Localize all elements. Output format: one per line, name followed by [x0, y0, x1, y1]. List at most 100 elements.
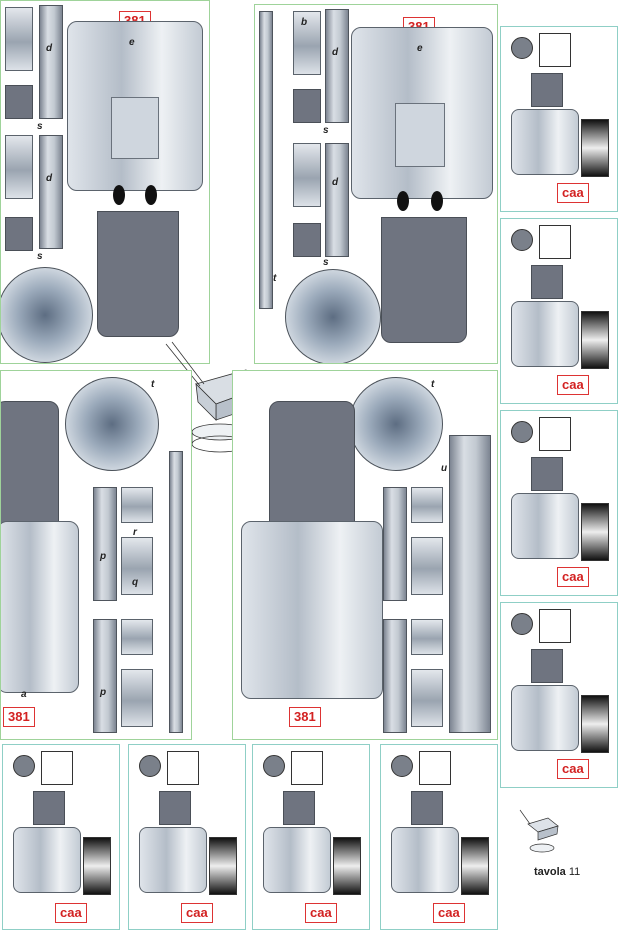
hull-cannon-port-right-2 — [431, 191, 443, 211]
turret-disc-3 — [65, 377, 159, 471]
small-chassis-7 — [263, 827, 331, 893]
small-track-block-3 — [581, 503, 609, 561]
small-disc-7 — [263, 755, 285, 777]
large-sheet-middle-left: t p r q p a 381 — [0, 370, 192, 740]
part-label-t-3: t — [431, 379, 435, 390]
small-sheet-right-1: caa — [500, 26, 618, 212]
small-assembly-drawing — [519, 809, 559, 853]
small-sheet-right-4: caa — [500, 602, 618, 788]
small-white-plate-3 — [539, 417, 571, 451]
part-q-panel — [121, 537, 153, 595]
hull-cannon-port-left — [113, 185, 125, 205]
part-label-t: t — [273, 273, 277, 284]
small-track-block-4 — [581, 695, 609, 753]
small-disc — [511, 37, 533, 59]
small-part-badge-7: caa — [305, 903, 337, 923]
part-label-u: u — [441, 463, 448, 474]
small-assembly-sketch — [516, 806, 568, 858]
small-white-plate-6 — [167, 751, 199, 785]
part-label-s-3: s — [323, 125, 329, 136]
part-r-panel-8 — [411, 619, 443, 655]
small-part-badge-4: caa — [557, 759, 589, 779]
small-sheet-right-2: caa — [500, 218, 618, 404]
part-r-panel-5 — [121, 487, 153, 523]
sheet-title-number: 11 — [568, 866, 581, 878]
part-r-panel-3 — [293, 89, 321, 123]
part-p-strip-2 — [93, 619, 117, 733]
hull-rear-block-4 — [269, 401, 355, 533]
part-label-a: a — [21, 689, 27, 700]
small-white-plate-2 — [539, 225, 571, 259]
small-dark-block-3 — [531, 457, 563, 491]
part-label-d-4: d — [332, 177, 339, 188]
small-disc-5 — [13, 755, 35, 777]
hull-hatch-2 — [395, 103, 445, 167]
part-label-s-2: s — [37, 251, 43, 262]
part-r-panel — [5, 85, 33, 119]
part-label-d: d — [46, 43, 53, 54]
turret-disc-4 — [349, 377, 443, 471]
part-r-panel-4 — [293, 223, 321, 257]
large-sheet-top-center: t b d s d s 381 e — [254, 4, 498, 364]
part-label-t-2: t — [151, 379, 155, 390]
part-label-b-3: b — [301, 17, 308, 28]
small-chassis-8 — [391, 827, 459, 893]
turret-disc — [1, 267, 93, 363]
small-chassis-3 — [511, 493, 579, 559]
small-sheet-right-3: caa — [500, 410, 618, 596]
hull-top-plate-3 — [1, 521, 79, 693]
small-track-block-6 — [209, 837, 237, 895]
small-white-plate-4 — [539, 609, 571, 643]
part-label-p: p — [100, 551, 107, 562]
small-track-block-8 — [461, 837, 489, 895]
small-part-badge-2: caa — [557, 375, 589, 395]
small-chassis — [511, 109, 579, 175]
small-dark-block-8 — [411, 791, 443, 825]
part-u-long-strip — [169, 451, 183, 733]
small-sheet-bottom-1: caa — [2, 744, 120, 930]
small-track-block-5 — [83, 837, 111, 895]
part-q-panel-2 — [121, 669, 153, 727]
small-sheet-bottom-4: caa — [380, 744, 498, 930]
small-chassis-5 — [13, 827, 81, 893]
part-u-long-strip-2 — [449, 435, 491, 733]
hull-cannon-port-left-2 — [397, 191, 409, 211]
hull-rear-block-3 — [1, 401, 59, 533]
small-dark-block-2 — [531, 265, 563, 299]
small-chassis-2 — [511, 301, 579, 367]
small-part-badge-3: caa — [557, 567, 589, 587]
part-b-panel-4 — [293, 143, 321, 207]
small-disc-6 — [139, 755, 161, 777]
small-part-badge-6: caa — [181, 903, 213, 923]
small-chassis-6 — [139, 827, 207, 893]
part-b-panel-2 — [5, 135, 33, 199]
part-label-d-2: d — [46, 173, 53, 184]
small-track-block — [581, 119, 609, 177]
part-p-strip — [93, 487, 117, 601]
hull-hatch — [111, 97, 159, 159]
small-disc-4 — [511, 613, 533, 635]
small-white-plate-5 — [41, 751, 73, 785]
part-p-strip-4 — [383, 619, 407, 733]
part-label-r: r — [133, 527, 137, 538]
part-label-s-4: s — [323, 257, 329, 268]
part-r-panel-2 — [5, 217, 33, 251]
small-dark-block-6 — [159, 791, 191, 825]
part-label-d-3: d — [332, 47, 339, 58]
small-disc-3 — [511, 421, 533, 443]
part-label-e-2: e — [417, 43, 423, 54]
part-q-panel-4 — [411, 669, 443, 727]
small-dark-block-4 — [531, 649, 563, 683]
hull-rear-block-2 — [381, 217, 467, 343]
sheet-title: tavola 11 — [534, 866, 580, 878]
small-dark-block-5 — [33, 791, 65, 825]
hull-top-plate-4 — [241, 521, 383, 699]
part-p-strip-3 — [383, 487, 407, 601]
sheet-title-word: tavola — [534, 866, 566, 878]
small-white-plate-8 — [419, 751, 451, 785]
small-part-badge-5: caa — [55, 903, 87, 923]
small-dark-block-7 — [283, 791, 315, 825]
part-number-badge-3: 381 — [3, 707, 35, 727]
small-sheet-bottom-3: caa — [252, 744, 370, 930]
part-label-e: e — [129, 37, 135, 48]
